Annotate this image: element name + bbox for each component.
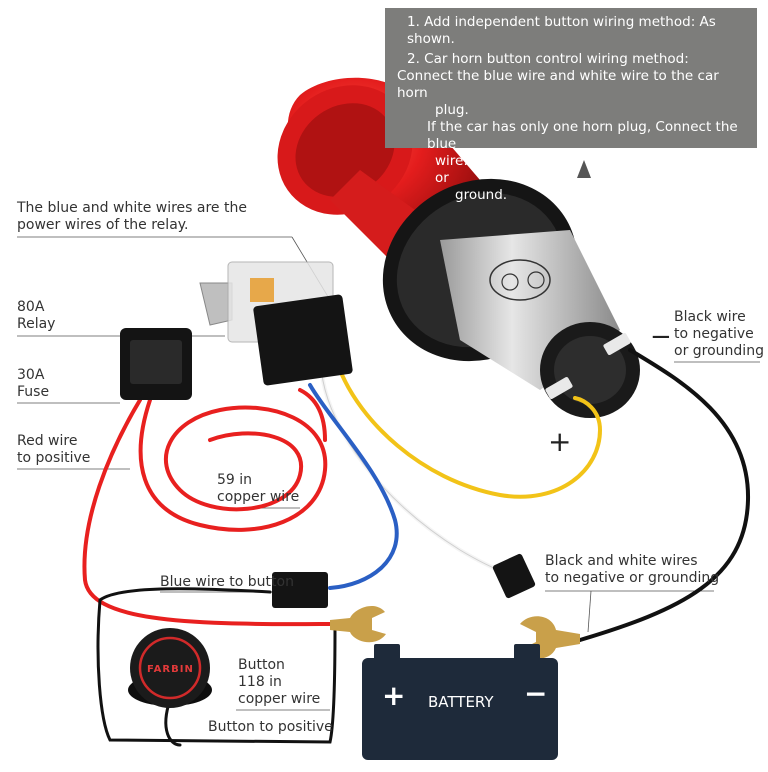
battery-plus-sign: +: [382, 679, 406, 712]
note-pointer-icon: [577, 160, 591, 178]
label-bw-wires-line2: to negative or grounding: [545, 570, 720, 586]
label-red-wire-line2: to positive: [17, 450, 91, 466]
note-line-7: ground.: [455, 187, 508, 203]
relay: [199, 261, 353, 386]
label-copper-wire-line2: copper wire: [217, 489, 300, 505]
label-button-line2: 118 in: [238, 674, 282, 690]
label-fuse-line2: Fuse: [17, 384, 50, 400]
label-red-wire-line1: Red wire: [17, 433, 78, 449]
label-button-line1: Button: [238, 657, 285, 673]
fuse-holder: [120, 328, 192, 400]
wiring-notes-box: 1. Add independent button wiring method:…: [385, 8, 757, 203]
note-line-2: 2. Car horn button control wiring method…: [407, 51, 689, 67]
horn-button: [128, 628, 212, 708]
button-brand-logo: FARBIN: [147, 664, 194, 675]
label-black-wire-line3: or grounding: [674, 343, 764, 359]
connectors: [272, 553, 580, 659]
horn-minus-sign: −: [650, 322, 672, 352]
horn: [277, 77, 640, 418]
label-button-line3: copper wire: [238, 691, 321, 707]
label-button-to-positive: Button to positive: [208, 719, 333, 735]
note-line-6: wire: Connect the white wire to the nega…: [435, 153, 736, 186]
horn-plus-sign: +: [548, 425, 572, 458]
label-power-wires-line2: power wires of the relay.: [17, 217, 189, 233]
label-copper-wire-line1: 59 in: [217, 472, 253, 488]
label-black-wire-line2: to negative: [674, 326, 754, 342]
label-black-wire-line1: Black wire: [674, 309, 746, 325]
battery-minus-sign: −: [524, 677, 548, 710]
label-power-wires-line1: The blue and white wires are the: [17, 200, 247, 216]
note-line-4: plug.: [435, 102, 469, 118]
note-line-5: If the car has only one horn plug, Conne…: [427, 119, 738, 152]
label-relay-line1: 80A: [17, 299, 45, 315]
battery-label: BATTERY: [428, 693, 494, 711]
battery: [362, 644, 558, 760]
label-relay-line2: Relay: [17, 316, 56, 332]
label-fuse-line1: 30A: [17, 367, 45, 383]
note-line-1: 1. Add independent button wiring method:…: [407, 14, 716, 47]
label-bw-wires-line1: Black and white wires: [545, 553, 698, 569]
note-line-3: Connect the blue wire and white wire to …: [397, 68, 719, 101]
label-blue-wire: Blue wire to button: [160, 574, 294, 590]
